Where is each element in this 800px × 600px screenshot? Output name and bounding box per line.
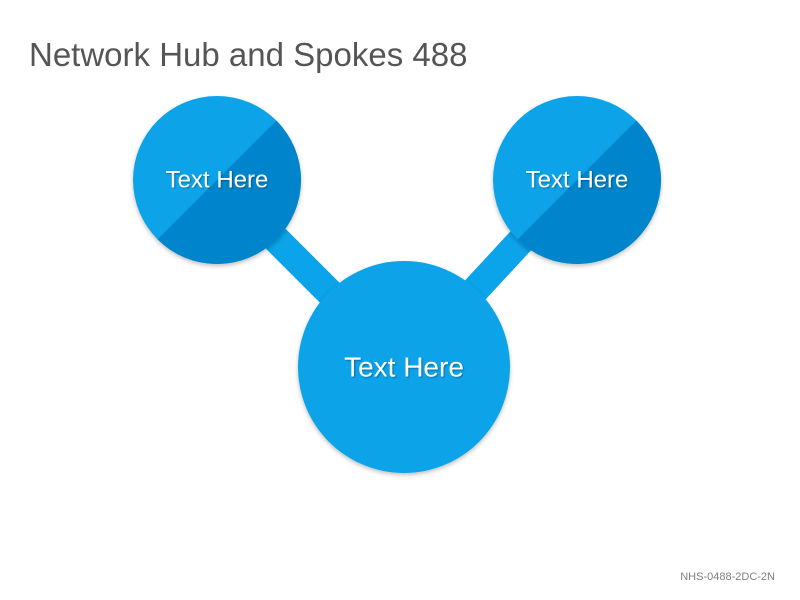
hub-node-label: Text Here bbox=[344, 352, 464, 383]
footer-code: NHS-0488-2DC-2N bbox=[680, 571, 775, 583]
spoke-node-right-label: Text Here bbox=[526, 167, 629, 194]
slide-title: Network Hub and Spokes 488 bbox=[29, 36, 468, 73]
spoke-node-left-label: Text Here bbox=[166, 167, 269, 194]
hub-node bbox=[298, 261, 510, 473]
